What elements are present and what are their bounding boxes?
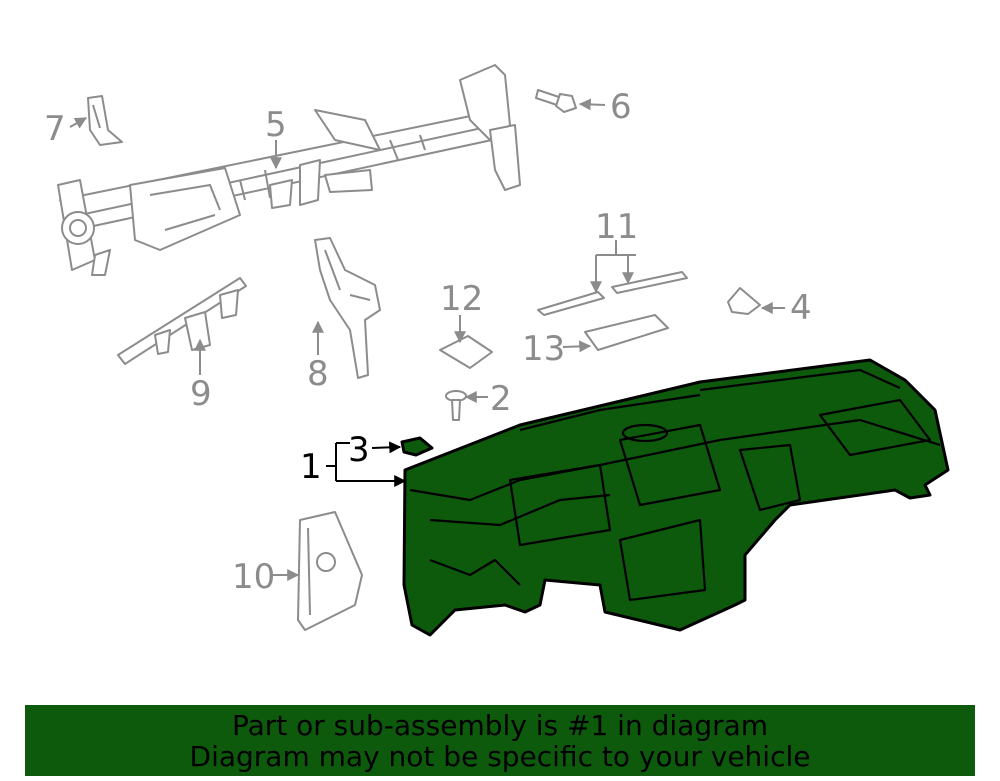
- cover-4-part: [727, 287, 761, 315]
- callout-9: 9: [190, 374, 212, 414]
- trim-strips-11-part: [537, 271, 688, 316]
- callout-12: 12: [440, 279, 483, 319]
- parts-diagram: 1 2 3 4 5 6 7 8 9 10 11 12 13: [44, 64, 950, 637]
- banner-line-2: Diagram may not be specific to your vehi…: [189, 739, 811, 773]
- callout-4: 4: [790, 288, 812, 328]
- callout-8: 8: [307, 354, 329, 394]
- clip-3-part: [400, 436, 434, 457]
- callout-1: 1: [300, 447, 322, 487]
- brace-9-part: [117, 277, 247, 365]
- callout-2: 2: [490, 379, 512, 419]
- bolt-6-part: [535, 89, 577, 113]
- panel-13-part: [584, 314, 669, 351]
- cross-car-beam-part: [57, 64, 521, 276]
- side-cover-10-part: [297, 511, 363, 631]
- info-banner: Part or sub-assembly is #1 in diagram Di…: [25, 705, 975, 776]
- panel-12-part: [439, 335, 493, 369]
- callout-3: 3: [348, 430, 370, 470]
- callout-10: 10: [232, 557, 275, 597]
- banner-line-1: Part or sub-assembly is #1 in diagram: [231, 708, 769, 742]
- callout-6: 6: [610, 87, 632, 127]
- callout-11: 11: [595, 207, 638, 247]
- instrument-panel-1-part: [402, 358, 950, 637]
- callout-5: 5: [265, 105, 287, 145]
- callout-13: 13: [522, 329, 565, 369]
- bracket-7-part: [87, 95, 123, 146]
- bracket-8-part: [314, 237, 381, 379]
- callout-7: 7: [44, 109, 66, 149]
- clip-2-part: [445, 390, 467, 421]
- callout-leaders: [69, 98, 785, 581]
